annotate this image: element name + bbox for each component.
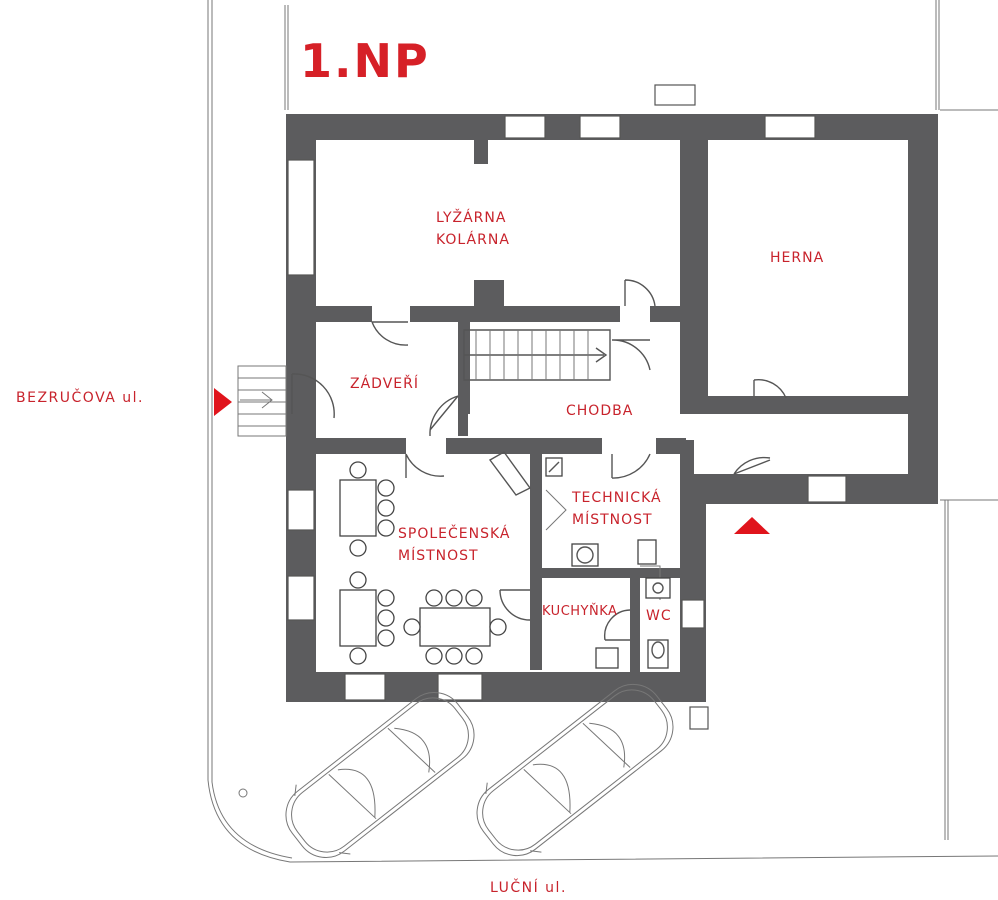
west-entrance-marker (214, 388, 232, 416)
south-entrance-marker (734, 517, 770, 534)
room-label-spolecenska-mistnost: MÍSTNOST (398, 547, 479, 564)
parked-cars (285, 683, 674, 858)
technical-room-fixtures (545, 457, 661, 600)
entrance-steps (237, 365, 287, 437)
dining-tables (339, 461, 507, 665)
kitchen-fixtures (595, 577, 671, 669)
room-label-kolarna: KOLÁRNA (436, 231, 510, 248)
street-label-west: BEZRUČOVA ul. (16, 388, 144, 406)
room-label-kuchynka: KUCHYŇKA (542, 603, 617, 619)
street-label-south: LUČNÍ ul. (490, 878, 567, 896)
floor-title: 1.NP (300, 34, 430, 88)
entrance-markers (214, 388, 770, 534)
windows (287, 84, 847, 730)
room-label-spolecenska: SPOLEČENSKÁ (398, 524, 511, 542)
room-label-herna: HERNA (770, 250, 824, 266)
staircase (463, 329, 611, 381)
room-label-technicka: TECHNICKÁ (571, 489, 662, 506)
room-label-zadveri: ZÁDVEŘÍ (350, 375, 419, 392)
room-label-chodba: CHODBA (566, 403, 633, 419)
room-label-lyzarna: LYŽÁRNA (436, 208, 506, 226)
site-outline (207, 0, 998, 863)
doors (291, 279, 787, 641)
interior-walls (316, 114, 938, 672)
room-label-technicka-mistnost: MÍSTNOST (572, 511, 653, 528)
room-label-wc: WC (646, 608, 672, 624)
